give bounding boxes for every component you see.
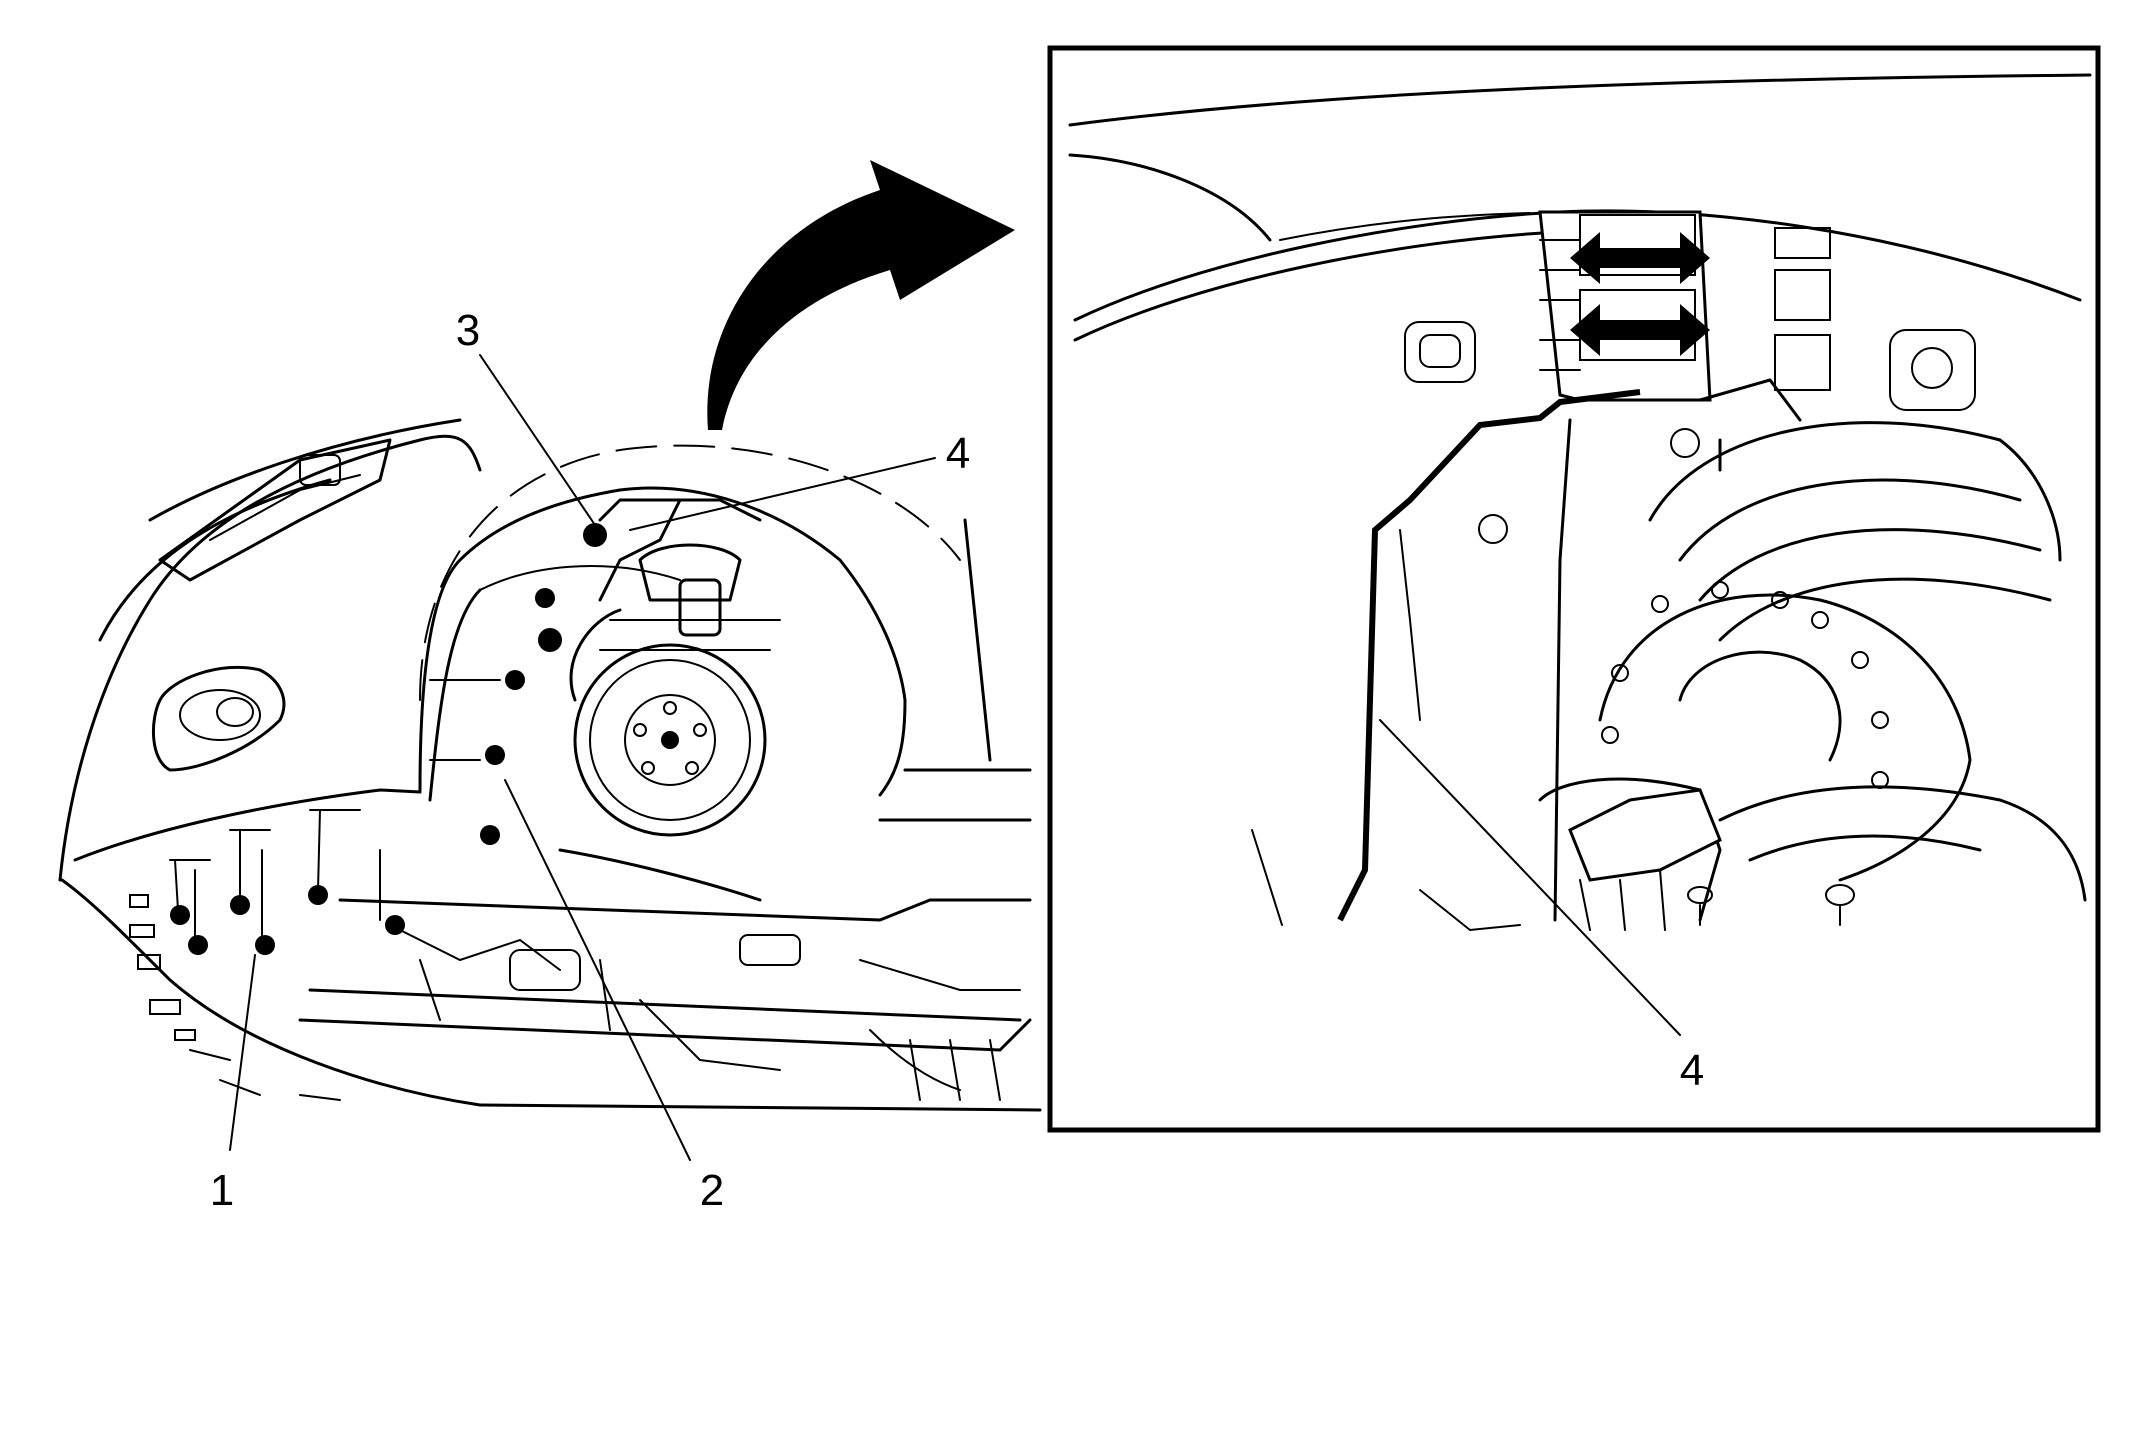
brake-rotor: [569, 608, 767, 837]
liner-edge: [1337, 389, 1641, 922]
curved-arrow-icon: [707, 160, 1015, 430]
overview-view: 1 2 3 4: [58, 160, 1042, 1215]
subframe: [298, 518, 1032, 1101]
strut-assembly: [598, 498, 781, 651]
callout-3: 3: [456, 306, 480, 355]
detail-region-arc: [419, 444, 961, 701]
detail-view: 4: [1047, 45, 2101, 1133]
strut-mount: [1598, 581, 1972, 882]
lower-components: [1251, 777, 2087, 932]
front-bumper: [58, 418, 1042, 1112]
fastener-group-1: [169, 809, 405, 955]
callout-1: 1: [210, 1166, 234, 1215]
wheelhouse-liner: [418, 486, 907, 802]
overview-leaders: [229, 354, 936, 1161]
fender-lip: [1068, 73, 2092, 342]
callout-4-detail: 4: [1680, 1046, 1704, 1095]
body-openings: [1404, 227, 1976, 411]
detail-leader: [1379, 719, 1681, 1036]
fastener-group-2: [429, 588, 562, 845]
callout-4: 4: [946, 429, 970, 478]
double-arrow-icon: [1570, 232, 1710, 356]
coil-spring: [1648, 421, 2062, 642]
fastener-3: [583, 523, 607, 547]
callout-2: 2: [700, 1166, 724, 1215]
